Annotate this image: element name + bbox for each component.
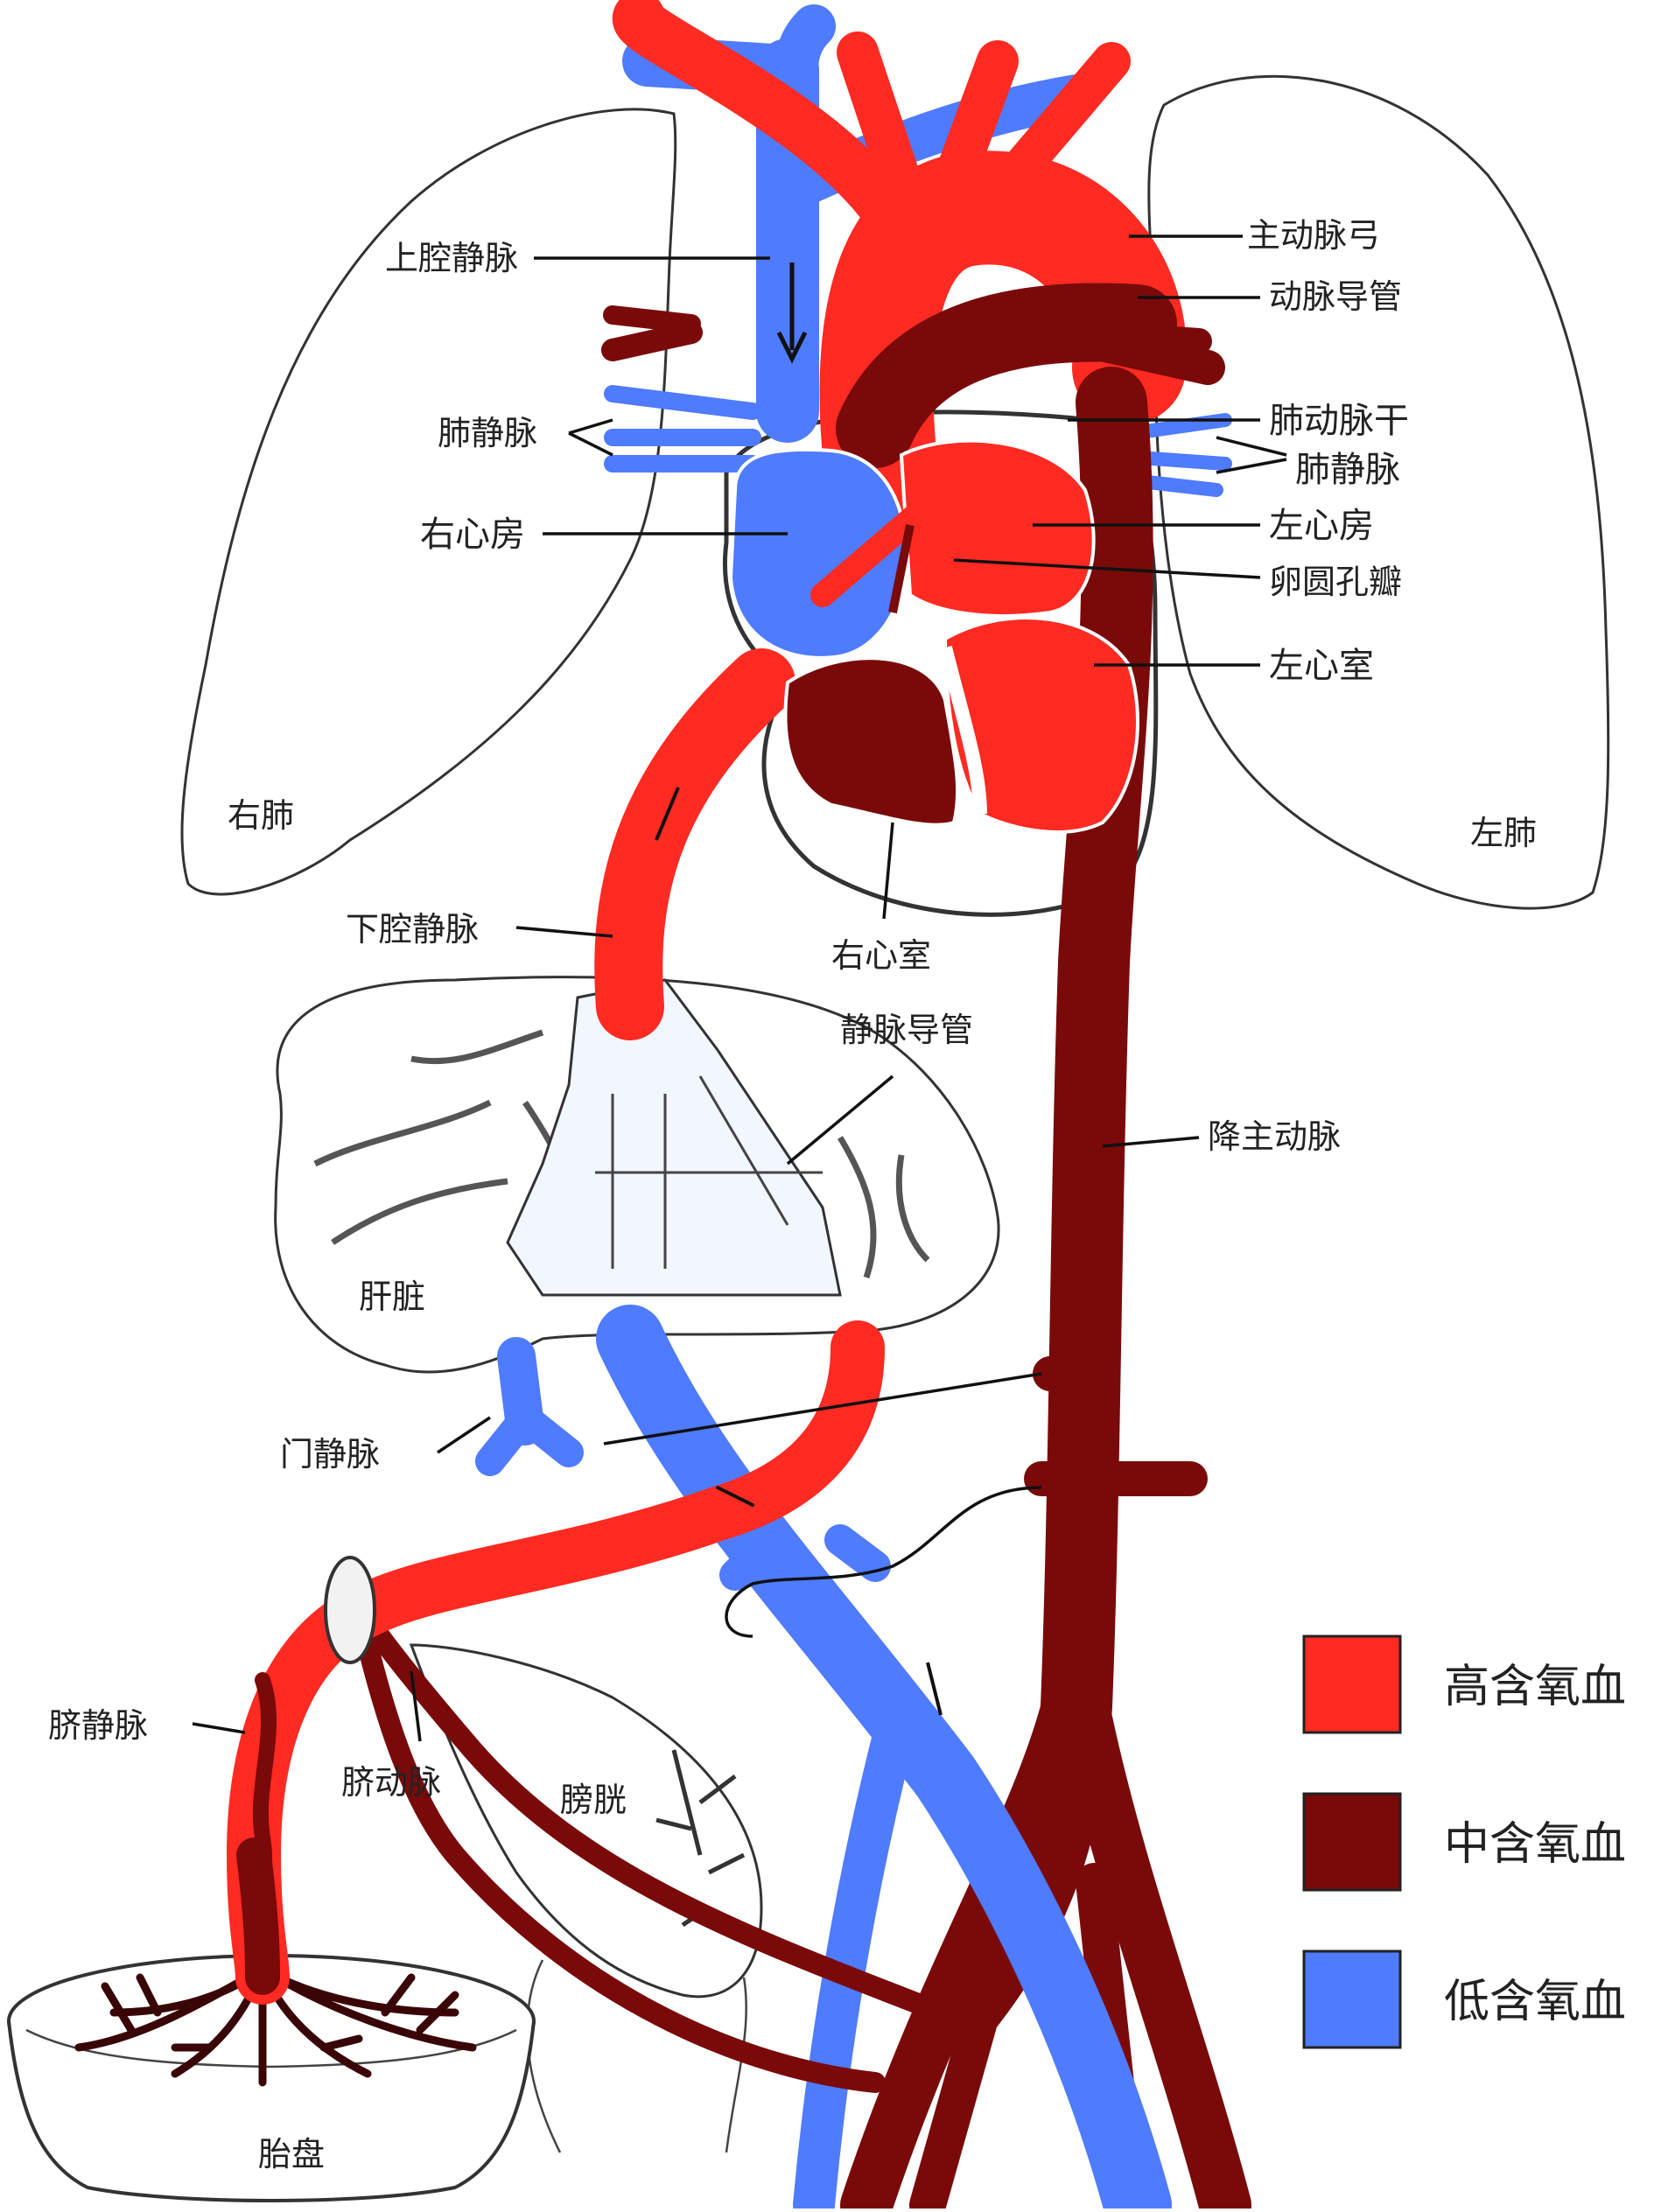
legend-label-low: 低含氧血	[1444, 1976, 1626, 2028]
legend-swatch-medium	[1302, 1792, 1402, 1892]
label-foramen-ovale: 卵圆孔瓣	[1269, 563, 1402, 601]
label-pulmonary-veins-left: 肺静脉	[1295, 450, 1400, 490]
right-ventricle-chamber	[783, 656, 960, 827]
right-lung	[180, 108, 677, 896]
label-umbilical-artery: 脐动脉	[341, 1763, 441, 1802]
legend-item-low: 低含氧血	[1302, 1950, 1626, 2049]
label-descending-aorta: 降主动脉	[1208, 1117, 1341, 1156]
label-right-ventricle: 右心室	[831, 936, 931, 975]
pulmonary-veins-right-vessels	[604, 385, 761, 472]
placenta	[7, 1954, 536, 2202]
label-pulmonary-veins-right: 肺静脉	[438, 414, 537, 452]
umbilical-arteries	[357, 1608, 973, 2093]
legend-swatch-low	[1302, 1950, 1402, 2049]
left-atrium-chamber	[899, 438, 1096, 618]
liver-vessels	[313, 1029, 930, 1279]
umbilical-vein-vessel	[227, 1320, 885, 2005]
label-aortic-arch: 主动脉弓	[1247, 216, 1380, 255]
labels: 主动脉弓 动脉导管 肺动脉干 肺静脉 左心房 卵圆孔瓣 左心室 上腔静脉 肺静脉…	[48, 216, 1537, 2174]
label-portal-vein: 门静脉	[280, 1435, 380, 1474]
label-right-lung: 右肺	[228, 796, 294, 835]
umbilical-ring	[324, 1556, 376, 1664]
label-pulmonary-trunk: 肺动脉干	[1269, 401, 1409, 441]
label-bladder: 膀胱	[560, 1781, 627, 1819]
label-inferior-vena-cava: 下腔静脉	[346, 910, 479, 948]
bladder-outline	[409, 1643, 763, 1998]
label-umbilical-vein: 脐静脉	[48, 1706, 148, 1745]
label-left-atrium: 左心房	[1269, 506, 1374, 546]
label-ductus-venosus: 静脉导管	[840, 1011, 973, 1049]
left-ventricle-chamber	[943, 616, 1139, 834]
label-left-lung: 左肺	[1470, 814, 1537, 852]
ductus-venosus-path	[506, 978, 842, 1297]
legend-label-medium: 中含氧血	[1444, 1818, 1626, 1871]
legend-swatch-high	[1302, 1634, 1402, 1734]
legend-label-high: 高含氧血	[1444, 1661, 1626, 1713]
legend: 高含氧血 中含氧血 低含氧血	[1302, 1634, 1626, 2049]
inferior-vena-cava-lower	[596, 1305, 1172, 2212]
legend-item-high: 高含氧血	[1302, 1634, 1626, 1734]
portal-vein-vessel	[475, 1337, 584, 1476]
label-liver: 肝脏	[359, 1278, 425, 1316]
legend-item-medium: 中含氧血	[1302, 1792, 1626, 1892]
label-superior-vena-cava: 上腔静脉	[385, 239, 518, 277]
label-ductus-arteriosus: 动脉导管	[1269, 277, 1402, 316]
leader-lines	[192, 234, 1287, 1742]
label-right-atrium: 右心房	[420, 514, 525, 555]
inferior-vena-cava-upper	[594, 648, 795, 1040]
pulmonary-trunk	[601, 283, 1225, 468]
label-left-ventricle: 左心室	[1269, 646, 1374, 686]
label-placenta: 胎盘	[258, 2135, 325, 2174]
